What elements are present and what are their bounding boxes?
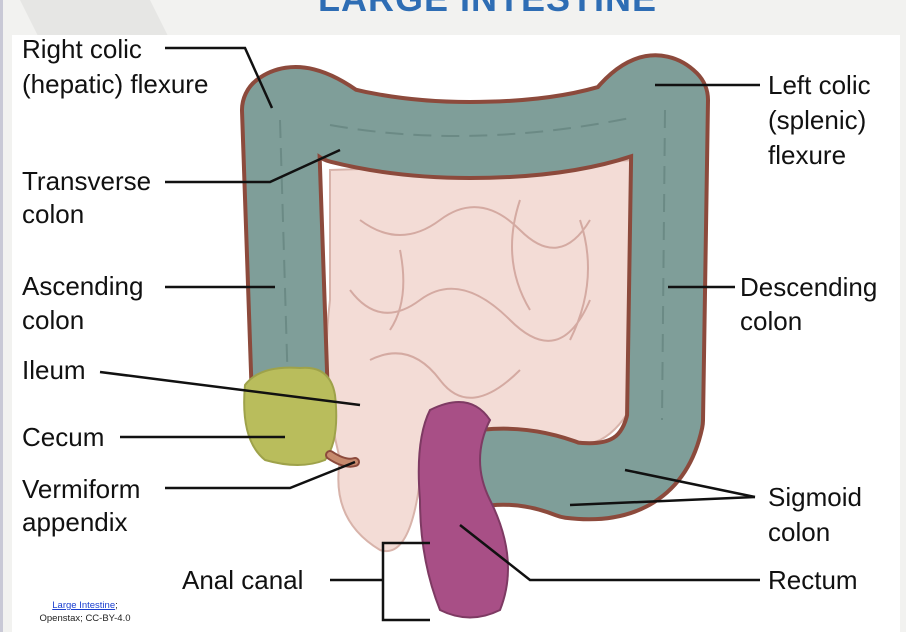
label-ileum: Ileum [22, 355, 86, 385]
label-appendix-2: appendix [22, 507, 128, 537]
label-descending-2: colon [740, 306, 802, 336]
label-right-colic: Right colic [22, 34, 142, 64]
leader-lines [99, 46, 760, 622]
label-rectum: Rectum [768, 565, 858, 595]
caption-separator: ; [115, 600, 118, 611]
label-sigmoid-2: colon [768, 517, 830, 547]
label-appendix: Vermiform [22, 474, 140, 504]
slide-title: LARGE INTESTINE [318, 0, 657, 20]
label-cecum: Cecum [22, 422, 104, 452]
slide-edge [0, 0, 3, 632]
background-hexagon-decoration [20, 0, 170, 40]
label-left-colic: Left colic [768, 70, 871, 100]
label-anal-canal: Anal canal [182, 565, 303, 595]
rectum [417, 401, 509, 619]
label-right-colic-2: (hepatic) flexure [22, 69, 208, 99]
label-descending: Descending [740, 272, 877, 302]
license-text: Openstax; CC-BY-4.0 [39, 613, 131, 624]
colon [240, 53, 710, 522]
image-credit: Large Intestine; Openstax; CC-BY-4.0 [10, 599, 160, 625]
label-transverse: Transverse [22, 166, 151, 196]
label-sigmoid: Sigmoid [768, 482, 862, 512]
label-ascending-2: colon [22, 305, 84, 335]
label-left-colic-2: (splenic) [768, 105, 866, 135]
source-link[interactable]: Large Intestine [52, 600, 116, 611]
label-left-colic-3: flexure [768, 140, 846, 170]
label-ascending: Ascending [22, 271, 143, 301]
label-transverse-2: colon [22, 199, 84, 229]
